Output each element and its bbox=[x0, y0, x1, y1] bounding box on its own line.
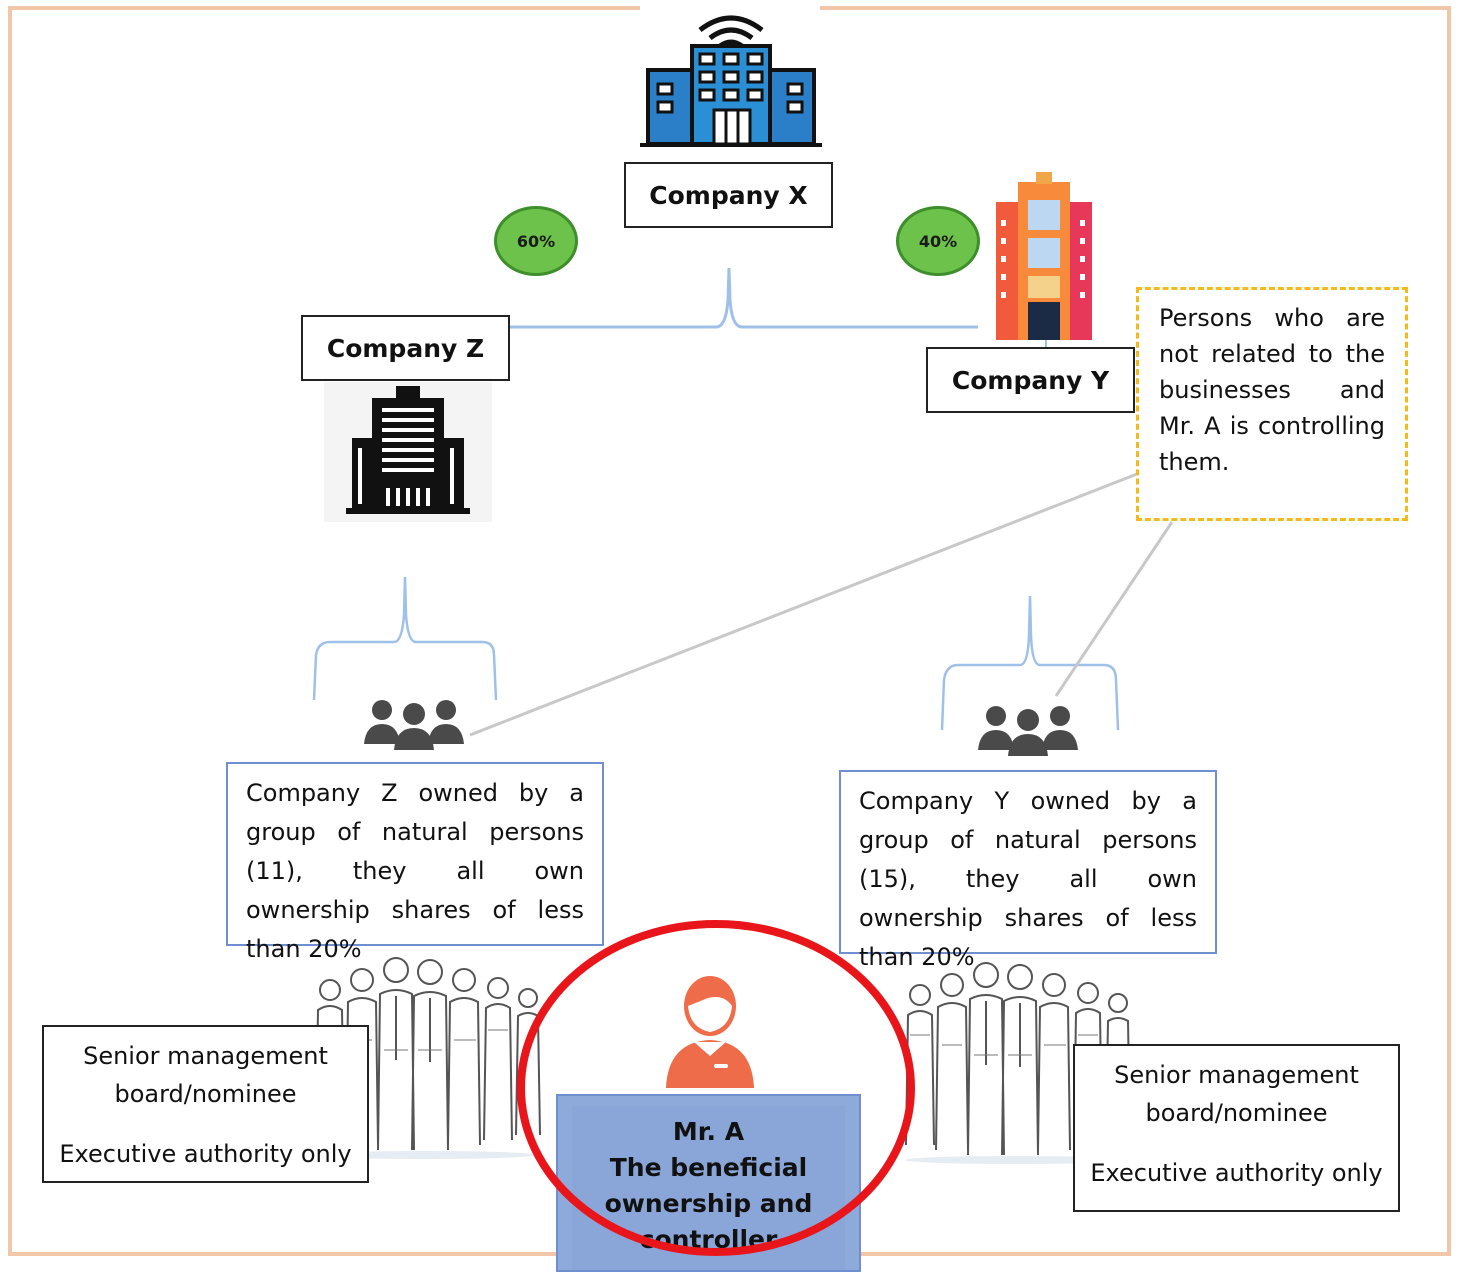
mgmt-left-line2: board/nominee bbox=[114, 1080, 297, 1108]
people-group-icon bbox=[978, 706, 1078, 756]
company-z-label: Company Z bbox=[301, 315, 510, 381]
note-box: Persons who are not related to the busin… bbox=[1136, 287, 1408, 521]
brace-z-group bbox=[312, 576, 498, 701]
crowd-sketch-icon bbox=[315, 957, 541, 1159]
mr-a-line1: Mr. A bbox=[672, 1117, 745, 1146]
brace-company-x bbox=[510, 267, 978, 329]
crowd-sketch-icon bbox=[905, 962, 1131, 1164]
frame-gap bbox=[640, 0, 820, 14]
mr-a-line2: The beneficial bbox=[609, 1153, 808, 1182]
building-wifi-icon bbox=[640, 15, 822, 147]
company-y-label: Company Y bbox=[926, 347, 1135, 413]
person-avatar-icon bbox=[666, 976, 754, 1088]
people-group-icon bbox=[364, 700, 464, 750]
z-group-box: Company Z owned by a group of natural pe… bbox=[226, 762, 604, 963]
connector-note-to-z bbox=[469, 472, 1138, 737]
mgmt-right-line3: Executive authority only bbox=[1090, 1159, 1383, 1187]
y-group-box: Company Y owned by a group of natural pe… bbox=[839, 770, 1217, 971]
percent-badge-y: 40% bbox=[896, 206, 980, 276]
mgmt-right-line1: Senior management bbox=[1114, 1061, 1359, 1089]
connector-note-to-y bbox=[1054, 521, 1174, 697]
mgmt-left-line3: Executive authority only bbox=[59, 1140, 352, 1168]
percent-badge-z: 60% bbox=[494, 206, 578, 276]
mr-a-line3: ownership and bbox=[604, 1189, 813, 1218]
mgmt-left-line1: Senior management bbox=[83, 1042, 328, 1070]
mgmt-box-left: Senior management board/nominee Executiv… bbox=[42, 1025, 369, 1183]
skyscraper-icon bbox=[996, 172, 1092, 340]
mgmt-box-right: Senior management board/nominee Executiv… bbox=[1073, 1044, 1400, 1212]
mgmt-right-line2: board/nominee bbox=[1145, 1099, 1328, 1127]
company-x-label: Company X bbox=[624, 162, 833, 228]
office-tower-icon bbox=[324, 382, 492, 522]
brace-y-group bbox=[940, 595, 1120, 731]
